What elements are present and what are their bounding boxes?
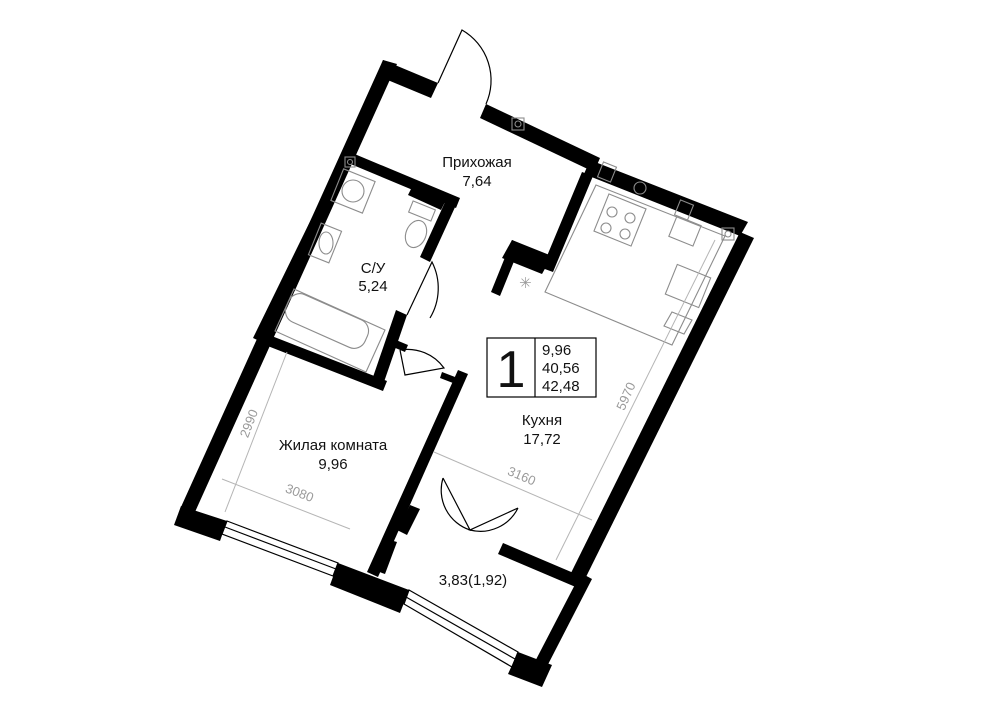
living-room-name: Жилая комната <box>279 437 388 454</box>
kitchen-area: 17,72 <box>523 431 561 448</box>
apartment-badge: 1 9,96 40,56 42,48 <box>486 337 597 399</box>
badge-frame <box>486 337 597 398</box>
dim-living-height: 2990 <box>237 407 261 439</box>
bathroom-fixtures <box>274 156 437 373</box>
hallway-area: 7,64 <box>462 173 491 190</box>
badge-total-area-balcony: 42,48 <box>542 378 580 395</box>
walls <box>174 60 754 687</box>
svg-text:✳: ✳ <box>519 275 532 292</box>
badge-rooms-count: 1 <box>497 341 526 399</box>
balcony-area: 3,83(1,92) <box>439 572 507 589</box>
windows <box>221 520 519 668</box>
badge-total-area: 40,56 <box>542 360 580 377</box>
dimension-lines <box>221 239 716 561</box>
doors <box>399 29 519 532</box>
kitchen-fixtures: ✳ <box>511 117 735 346</box>
badge-living-area: 9,96 <box>542 342 571 359</box>
living-room-area: 9,96 <box>318 456 347 473</box>
bathroom-name: С/У <box>361 260 386 277</box>
dim-living-width: 3080 <box>283 481 315 505</box>
dim-kitchen-depth: 5970 <box>613 380 638 413</box>
room-labels: Прихожая 7,64 С/У 5,24 Жилая комната 9,9… <box>279 154 562 589</box>
bathroom-area: 5,24 <box>358 278 387 295</box>
hallway-name: Прихожая <box>442 154 512 171</box>
kitchen-name: Кухня <box>522 412 562 429</box>
